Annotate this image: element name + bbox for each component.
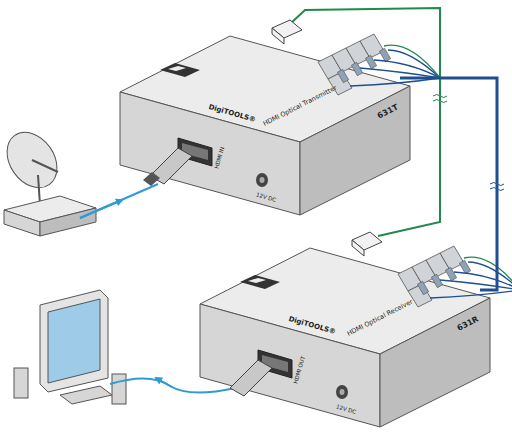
device-housing: 631R HDMI Optical Receiver DigiTOOLS® xyxy=(240,280,480,354)
brand-name: DigiTOOLS® xyxy=(208,104,257,124)
model-number: 631T xyxy=(376,103,399,120)
brand-name: DigiTOOLS® xyxy=(288,316,337,336)
fiber-cable xyxy=(400,78,497,290)
break-mark xyxy=(490,183,504,191)
device-name: HDMI Optical Transmitter xyxy=(262,85,338,128)
model-number: 631R xyxy=(456,315,480,333)
device-name: HDMI Optical Receiver xyxy=(346,299,414,338)
device-housing: 631T HDMI Optical TransmitterDigiTOOLS® xyxy=(160,68,400,142)
